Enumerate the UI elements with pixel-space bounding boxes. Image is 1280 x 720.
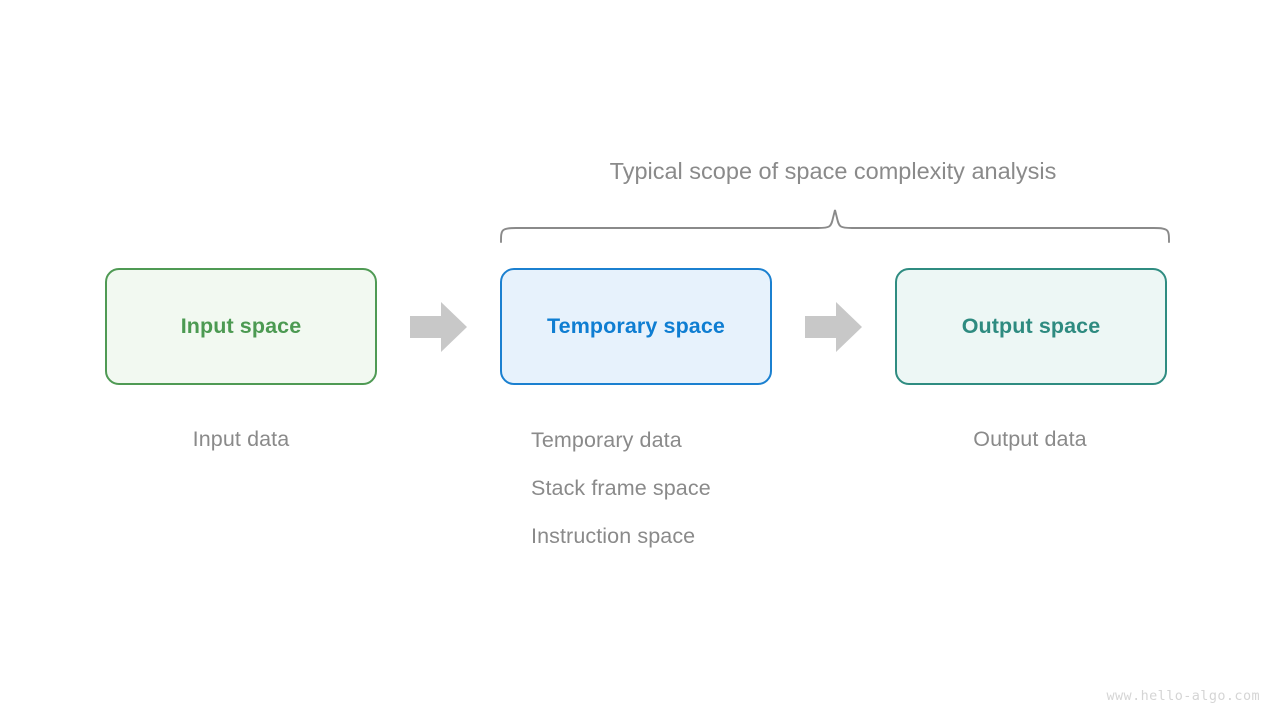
- caption-output-data: Output data: [973, 427, 1087, 451]
- box-input-space: Input space: [105, 268, 377, 385]
- box-input-space-label: Input space: [180, 314, 302, 338]
- arrow-right-icon: [805, 302, 862, 352]
- caption-list-temporary: Temporary data Stack frame space Instruc…: [531, 427, 711, 571]
- box-temporary-space-label: Temporary space: [547, 314, 725, 338]
- caption-instruction-space: Instruction space: [531, 524, 696, 548]
- caption-temporary-data: Temporary data: [531, 428, 682, 452]
- box-output-space-label: Output space: [961, 314, 1101, 338]
- arrow-right-icon: [410, 302, 467, 352]
- caption-stack-frame-space: Stack frame space: [531, 476, 711, 500]
- caption-input-data: Input data: [192, 427, 290, 451]
- box-temporary-space: Temporary space: [500, 268, 772, 385]
- watermark: www.hello-algo.com: [1106, 688, 1260, 704]
- scope-title: Typical scope of space complexity analys…: [609, 158, 1057, 184]
- box-output-space: Output space: [895, 268, 1167, 385]
- scope-brace-icon: [500, 209, 1170, 243]
